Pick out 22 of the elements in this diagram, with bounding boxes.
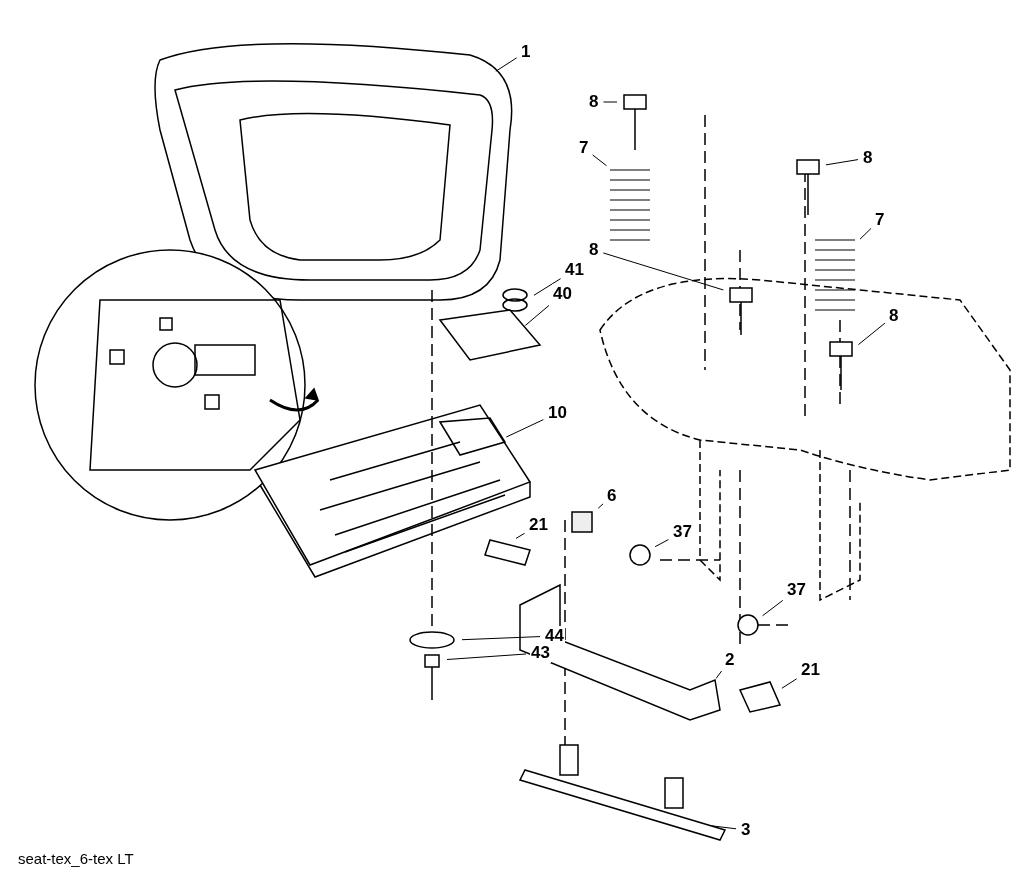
leader-line xyxy=(461,636,541,641)
leader-line xyxy=(505,419,544,438)
leader-line xyxy=(715,670,723,679)
leader-line xyxy=(602,101,618,103)
leader-line xyxy=(857,322,886,346)
leader-line xyxy=(711,825,737,830)
leader-line xyxy=(533,278,562,296)
leader-line xyxy=(859,227,872,240)
leader-line xyxy=(654,539,669,548)
leader-line xyxy=(446,653,527,660)
callout-number: 44 xyxy=(544,626,565,646)
leader-line xyxy=(597,503,604,509)
drawing-code: seat-tex_6-tex LT xyxy=(18,850,134,867)
callout-number: 43 xyxy=(530,643,551,663)
leader-line xyxy=(515,532,526,539)
leader-line xyxy=(825,159,859,166)
leader-line xyxy=(495,57,518,72)
leader-line xyxy=(592,154,607,167)
leader-line xyxy=(602,252,724,291)
leader-line xyxy=(762,599,784,617)
leader-line xyxy=(524,304,550,326)
leader-line xyxy=(781,678,798,689)
